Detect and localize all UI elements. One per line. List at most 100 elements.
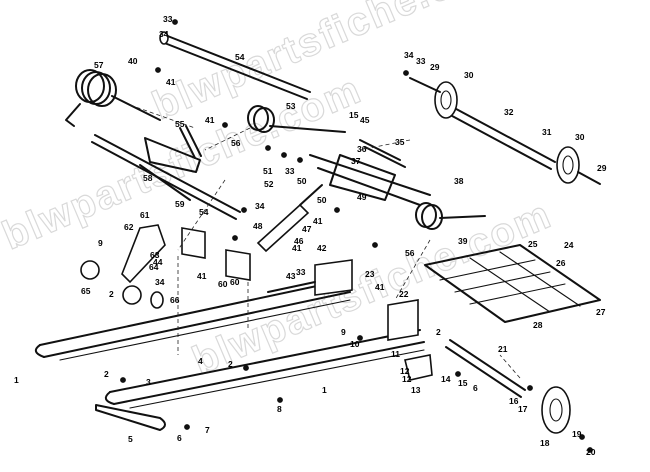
callout-label: 54	[235, 52, 245, 62]
callout-label: 23	[365, 269, 375, 279]
callout-label: 50	[317, 195, 327, 205]
callout-label: 47	[302, 224, 312, 234]
watermark: blwpartsfiche.com blwpartsfiche.com blwp…	[0, 0, 559, 384]
callout-label: 40	[128, 56, 138, 66]
slider-bracket-lower	[404, 354, 433, 381]
callout-label: 49	[357, 192, 367, 202]
watermark-text-bottom: blwpartsfiche.com	[186, 192, 558, 383]
callout-label: 9	[98, 238, 103, 248]
wear-strip	[95, 404, 166, 431]
callout-label: 54	[199, 207, 209, 217]
callout-label: 7	[205, 425, 210, 435]
torsion-spring-right	[415, 202, 486, 230]
leader-lines	[129, 104, 521, 379]
track-clip-panel	[424, 244, 601, 323]
front-rail-bracket	[314, 259, 353, 296]
callout-label: 41	[313, 216, 323, 226]
lower-wheel	[541, 386, 571, 434]
callout-label: 51	[263, 166, 273, 176]
callout-label: 60	[218, 279, 228, 289]
callout-label: 13	[411, 385, 421, 395]
callout-label: 24	[564, 240, 574, 250]
callout-label: 33	[416, 56, 426, 66]
callout-label: 18	[540, 438, 550, 448]
callout-label: 55	[175, 119, 185, 129]
bolt-long	[267, 281, 316, 293]
callout-label: 43	[286, 271, 296, 281]
callout-label: 6	[473, 383, 478, 393]
callout-label: 31	[542, 127, 552, 137]
callout-label: 61	[140, 210, 150, 220]
callout-label: 9	[341, 327, 346, 337]
callout-label: 27	[596, 307, 606, 317]
callout-label: 30	[464, 70, 474, 80]
callout-label: 20	[586, 447, 596, 457]
callout-label: 64	[149, 262, 159, 272]
callout-label: 30	[575, 132, 585, 142]
slide-rail-right	[104, 329, 425, 409]
callout-label: 17	[518, 404, 528, 414]
callout-label: 44	[153, 257, 163, 267]
callout-label: 41	[205, 115, 215, 125]
slide-rail-left	[34, 279, 351, 361]
callout-label: 34	[155, 277, 165, 287]
shock-absorber	[256, 184, 323, 253]
rear-arm-shaft	[91, 134, 241, 220]
callout-label: 15	[349, 110, 359, 120]
rear-axle	[440, 102, 556, 170]
callout-label: 1	[14, 375, 19, 385]
callout-label: 41	[197, 271, 207, 281]
callout-label: 42	[317, 243, 327, 253]
stabilizer-linkage	[80, 224, 166, 309]
callout-label: 62	[124, 222, 134, 232]
rear-rail-bracket	[387, 299, 419, 341]
slide-shaft-short	[179, 125, 202, 159]
mount-brackets	[181, 227, 251, 281]
callout-label: 34	[404, 50, 414, 60]
callout-label: 56	[405, 248, 415, 258]
callout-label: 60	[230, 277, 240, 287]
callout-label: 45	[360, 115, 370, 125]
callout-label: 48	[253, 221, 263, 231]
callout-label: 4	[198, 356, 203, 366]
callout-label: 33	[296, 267, 306, 277]
callout-label: 28	[533, 320, 543, 330]
callout-label: 58	[143, 173, 153, 183]
idler-wheel-lower	[556, 146, 601, 185]
callout-label: 26	[556, 258, 566, 268]
callout-label: 29	[430, 62, 440, 72]
callout-label: 6	[177, 433, 182, 443]
callout-label: 32	[504, 107, 514, 117]
callout-label: 14	[441, 374, 451, 384]
callout-label: 38	[454, 176, 464, 186]
callout-label: 65	[81, 286, 91, 296]
callout-label: 34	[255, 201, 265, 211]
callout-label: 33	[163, 14, 173, 24]
callout-label: 8	[277, 404, 282, 414]
callout-label: 2	[104, 369, 109, 379]
callout-label: 15	[458, 378, 468, 388]
callout-label: 46	[294, 236, 304, 246]
callout-label: 21	[498, 344, 508, 354]
callout-label: 41	[292, 243, 302, 253]
callout-label: 16	[509, 396, 519, 406]
callout-label: 2	[228, 359, 233, 369]
idler-wheel-upper	[409, 77, 458, 119]
callout-label: 66	[170, 295, 180, 305]
callout-label: 12	[400, 366, 410, 376]
callout-label: 37	[351, 156, 361, 166]
callout-label: 63	[150, 250, 160, 260]
callout-label: 52	[264, 179, 274, 189]
callout-label: 22	[399, 289, 409, 299]
callout-label: 59	[175, 199, 185, 209]
front-arm-assembly	[309, 139, 431, 206]
callout-label: 35	[395, 137, 405, 147]
callout-label: 33	[285, 166, 295, 176]
torsion-spring-left	[65, 69, 161, 127]
callout-labels: 1 1 2 2 2 2 3 4 5 6 6 7 8 9 9 10 11 12 1…	[14, 14, 607, 457]
lower-axle	[445, 339, 526, 398]
callout-label: 41	[375, 282, 385, 292]
callout-label: 25	[528, 239, 538, 249]
shaft-upper	[159, 31, 311, 100]
